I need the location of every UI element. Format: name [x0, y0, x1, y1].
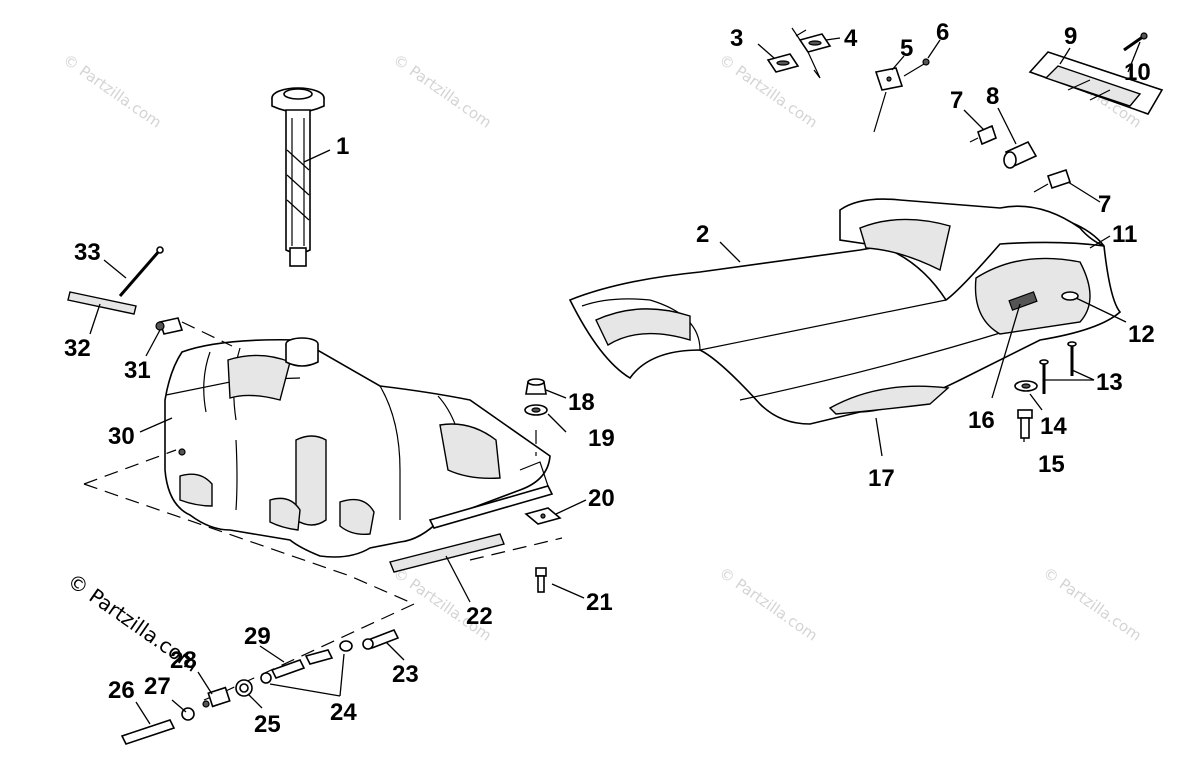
callout-7-lower: 7	[1098, 191, 1111, 218]
part-14-washer	[1014, 380, 1038, 392]
part-30-fuel-tank	[164, 337, 554, 558]
callout-11: 11	[1112, 221, 1137, 248]
callout-19: 19	[588, 425, 615, 452]
callout-7-upper: 7	[950, 87, 963, 114]
part-6-screw	[903, 58, 930, 77]
callout-15: 15	[1038, 451, 1065, 478]
callout-31: 31	[124, 357, 151, 384]
callout-12: 12	[1128, 321, 1155, 348]
part-19-washer	[524, 404, 548, 416]
callout-13: 13	[1096, 369, 1123, 396]
callout-5: 5	[900, 35, 913, 62]
callout-2: 2	[696, 221, 709, 248]
part-5-plate	[873, 67, 904, 133]
callout-8: 8	[986, 83, 999, 110]
part-25-grommet	[235, 679, 253, 697]
part-31-vent	[155, 317, 184, 335]
part-7-bulb-bottom	[1033, 168, 1072, 193]
part-32-bar	[67, 291, 137, 315]
part-13-studs	[1039, 341, 1077, 394]
callout-27: 27	[144, 673, 171, 700]
leader-lines	[89, 37, 1141, 725]
part-8-bulb	[1003, 140, 1038, 169]
callout-33: 33	[74, 239, 101, 266]
callout-labels: 1 2 3 4 5 6 7 7 8 9 10 11 12 13 14 15 16…	[64, 19, 1155, 738]
part-22-strip	[389, 533, 505, 573]
part-28-valve	[202, 686, 231, 708]
part-10-screw	[1123, 32, 1148, 52]
part-15-bolt	[1017, 409, 1033, 439]
callout-16: 16	[968, 407, 995, 434]
callout-32: 32	[64, 335, 91, 362]
part-26-hose	[120, 719, 176, 745]
watermark: © Partzilla.com	[716, 564, 821, 645]
part-20-pad	[524, 507, 562, 525]
callout-17: 17	[868, 465, 895, 492]
part-3-clip	[766, 53, 800, 73]
callout-22: 22	[466, 603, 493, 630]
part-2-seat	[568, 198, 1122, 425]
watermark: © Partzilla.com	[60, 51, 165, 132]
callout-29: 29	[244, 623, 271, 650]
callout-24: 24	[330, 699, 357, 726]
watermark: © Partzilla.com	[1040, 564, 1145, 645]
callout-18: 18	[568, 389, 595, 416]
part-18-nut	[525, 378, 547, 395]
watermark: © Partzilla.com	[716, 51, 821, 132]
callout-3: 3	[730, 25, 743, 52]
callout-30: 30	[108, 423, 135, 450]
part-7-bulb-top	[969, 124, 997, 146]
callout-10: 10	[1124, 59, 1151, 86]
part-23-fitting	[362, 628, 400, 650]
part-33-rod	[118, 246, 164, 297]
callout-14: 14	[1040, 413, 1067, 440]
callout-21: 21	[586, 589, 613, 616]
part-24-clamps	[260, 640, 353, 684]
part-29-hose	[270, 649, 334, 679]
callout-4: 4	[844, 25, 858, 52]
callout-1: 1	[336, 133, 349, 160]
callout-25: 25	[254, 711, 281, 738]
part-1-fuel-filler-neck	[271, 87, 325, 267]
part-4-clip	[798, 33, 832, 53]
guide-lines	[791, 27, 821, 79]
part-9-taillight	[1028, 51, 1164, 115]
callout-20: 20	[588, 485, 615, 512]
part-21-bolt	[535, 567, 547, 593]
watermark: © Partzilla.com	[390, 51, 495, 132]
callout-9: 9	[1064, 23, 1077, 50]
callout-6: 6	[936, 19, 949, 46]
callout-26: 26	[108, 677, 135, 704]
callout-23: 23	[392, 661, 419, 688]
callout-28: 28	[170, 647, 197, 674]
